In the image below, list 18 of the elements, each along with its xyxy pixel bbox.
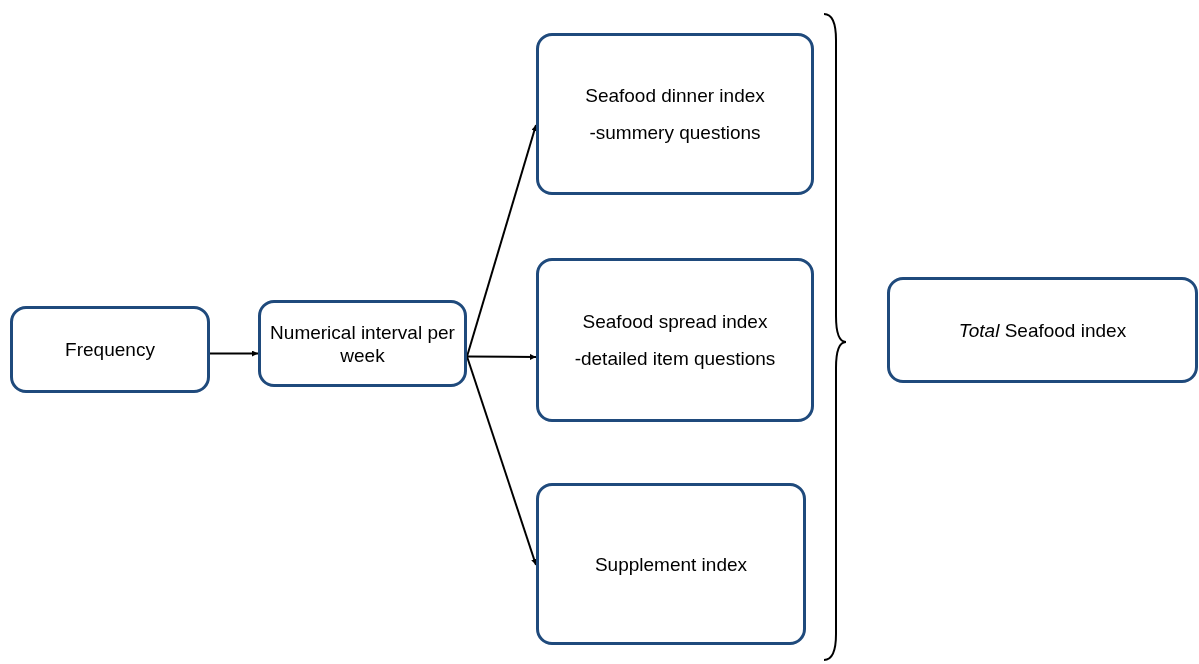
arrow bbox=[466, 355, 537, 566]
arrow bbox=[466, 353, 537, 360]
process-box bbox=[10, 306, 210, 393]
box-title: Seafood spread index bbox=[582, 310, 768, 333]
process-box bbox=[536, 483, 806, 645]
arrow bbox=[209, 350, 259, 357]
box-title: Total Seafood index bbox=[958, 318, 1127, 342]
box-title: Seafood dinner index bbox=[585, 84, 765, 107]
box-title: Frequency bbox=[65, 338, 155, 361]
box-title: Supplement index bbox=[594, 552, 748, 576]
box-title: Numerical interval per week bbox=[269, 320, 456, 367]
arrow bbox=[466, 124, 538, 358]
process-box bbox=[258, 300, 467, 387]
process-box bbox=[887, 277, 1198, 383]
box-subtitle: -summery questions bbox=[589, 121, 761, 144]
process-box bbox=[536, 258, 814, 422]
box-subtitle: -detailed item questions bbox=[574, 347, 776, 370]
process-box bbox=[536, 33, 814, 195]
